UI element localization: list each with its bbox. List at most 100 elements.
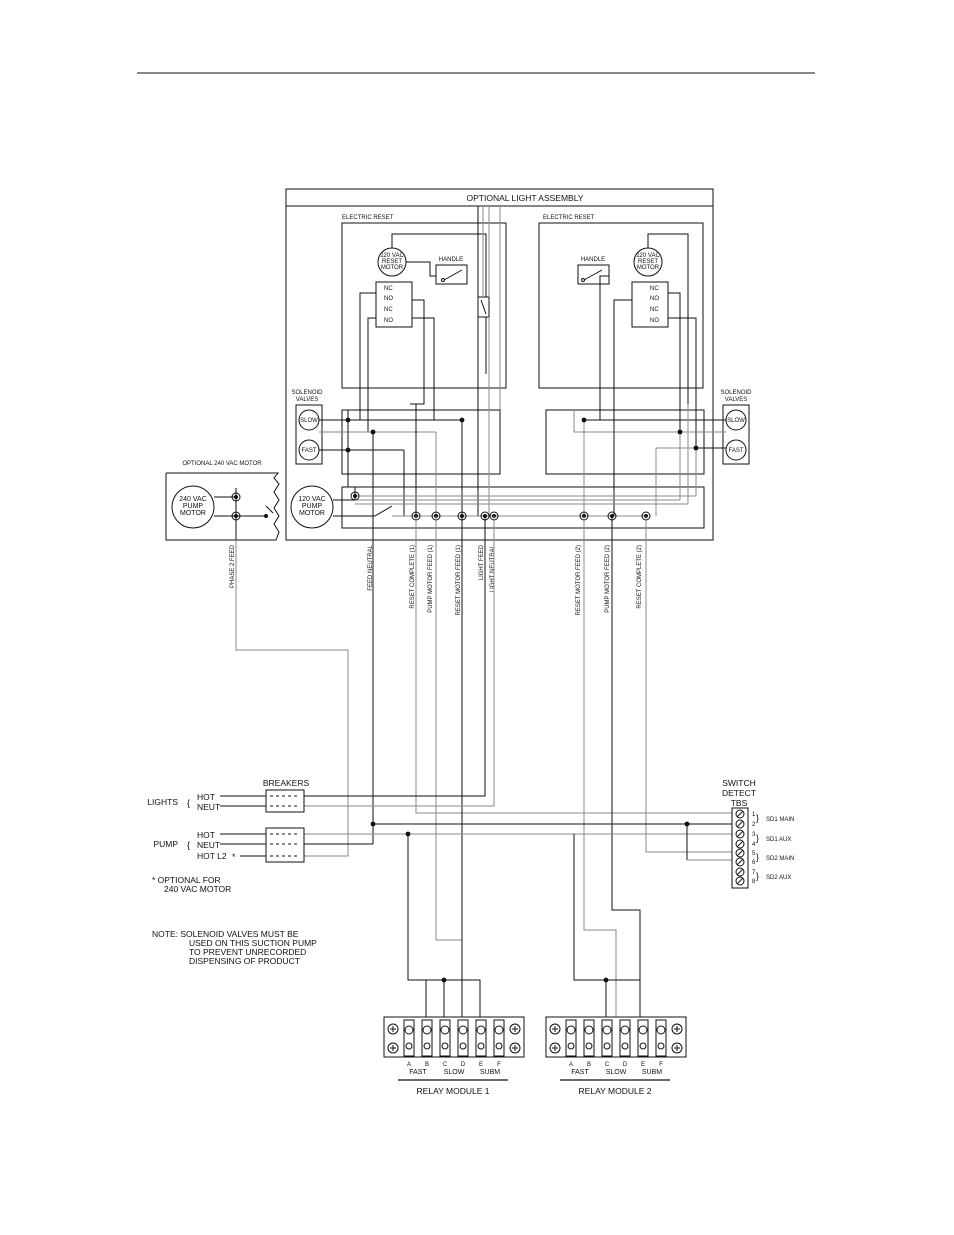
tbs-group-label: SD2 AUX	[766, 875, 791, 881]
svg-text:NC: NC	[650, 286, 659, 292]
svg-text:SUBM: SUBM	[642, 1069, 662, 1076]
svg-text:240 VAC MOTOR: 240 VAC MOTOR	[164, 884, 231, 894]
svg-text:FAST: FAST	[409, 1069, 427, 1076]
svg-text:NEUT: NEUT	[197, 802, 220, 812]
handle-label: HANDLE	[439, 257, 463, 263]
svg-text:240 VAC: 240 VAC	[179, 496, 207, 503]
wire-label: RESET MOTOR FEED (2)	[576, 545, 582, 615]
svg-text:E: E	[641, 1062, 645, 1068]
tbs-group-label: SD2 MAIN	[766, 856, 794, 862]
optional-240-label: OPTIONAL 240 VAC MOTOR	[182, 461, 262, 467]
solenoid-note: NOTE: SOLENOID VALVES MUST BE USED ON TH…	[152, 929, 317, 966]
svg-text:FAST: FAST	[728, 448, 743, 454]
svg-text:NO: NO	[384, 318, 393, 324]
svg-text:F: F	[497, 1062, 501, 1068]
relay-module-label: RELAY MODULE 1	[417, 1086, 490, 1096]
svg-text:SOLENOID: SOLENOID	[291, 390, 323, 396]
svg-text:D: D	[461, 1062, 466, 1068]
svg-text:HOT L2: HOT L2	[197, 851, 227, 861]
breakers-label: BREAKERS	[263, 778, 310, 788]
svg-text:RESET: RESET	[382, 259, 402, 265]
wire-label: PUMP MOTOR FEED (1)	[428, 545, 434, 613]
svg-text:DETECT: DETECT	[722, 788, 756, 798]
relay-terminals	[403, 1019, 505, 1057]
svg-text:}: }	[756, 813, 759, 823]
svg-text:SLOW: SLOW	[606, 1069, 627, 1076]
switch-detect-tbs: SWITCH DETECT TBS 1 2 3 4 5 6 7 8 } } } …	[722, 778, 794, 889]
svg-text:C: C	[605, 1062, 610, 1068]
optional-240-motor: OPTIONAL 240 VAC MOTOR 240 VAC PUMP MOTO…	[165, 461, 280, 541]
svg-text:}: }	[756, 871, 759, 881]
svg-text:USED ON THIS SUCTION PUMP: USED ON THIS SUCTION PUMP	[189, 938, 317, 948]
svg-text:120 VAC: 120 VAC	[298, 496, 326, 503]
wire-label: LIGHT FEED	[479, 544, 485, 580]
svg-text:F: F	[659, 1062, 663, 1068]
reset-contacts	[631, 281, 669, 328]
wire-label: PUMP MOTOR FEED (2)	[605, 545, 611, 613]
svg-text:1: 1	[752, 812, 756, 818]
svg-text:FAST: FAST	[301, 448, 316, 454]
tbs-group-label: SD1 AUX	[766, 837, 791, 843]
electric-reset-label: ELECTRIC RESET	[543, 215, 595, 221]
tbs-terminals	[735, 809, 745, 886]
wire-labels: PHASE 2 FEED FEED NEUTRAL RESET COMPLETE…	[230, 544, 643, 615]
svg-text:NO: NO	[384, 296, 393, 302]
svg-text:HOT: HOT	[197, 830, 215, 840]
lights-label: LIGHTS	[147, 797, 178, 807]
optional-note: * OPTIONAL FOR	[152, 875, 221, 885]
fast-valve-icon	[725, 439, 747, 461]
assembly-title: OPTIONAL LIGHT ASSEMBLY	[467, 193, 584, 203]
svg-text:{: {	[187, 840, 190, 850]
assembly-frame	[285, 188, 714, 541]
svg-text:*: *	[232, 852, 236, 862]
wire-label: RESET COMPLETE (2)	[637, 545, 643, 609]
svg-text:SUBM: SUBM	[480, 1069, 500, 1076]
pump-motor-120: 120 VAC PUMP MOTOR	[290, 485, 393, 529]
pump-motor-icon	[290, 485, 334, 529]
svg-text:SOLENOID: SOLENOID	[720, 390, 752, 396]
svg-text:}: }	[756, 833, 759, 843]
svg-text:8: 8	[752, 879, 756, 885]
svg-text:{: {	[187, 798, 190, 808]
handle-label: HANDLE	[581, 257, 605, 263]
wire-label: PHASE 2 FEED	[230, 544, 236, 588]
svg-text:7: 7	[752, 870, 756, 876]
svg-text:5: 5	[752, 851, 756, 857]
svg-text:TBS: TBS	[731, 798, 748, 808]
wire-label: FEED NEUTRAL	[368, 544, 374, 590]
pump-label: PUMP	[153, 839, 178, 849]
svg-text:4: 4	[752, 842, 756, 848]
terminal-strip	[341, 486, 705, 529]
breakers-panel: BREAKERS LIGHTS { HOT NEUT PUMP { HOT NE…	[147, 778, 309, 894]
svg-text:TO PREVENT UNRECORDED: TO PREVENT UNRECORDED	[189, 947, 306, 957]
svg-text:DISPENSING OF PRODUCT: DISPENSING OF PRODUCT	[189, 956, 300, 966]
svg-text:C: C	[443, 1062, 448, 1068]
svg-text:RESET: RESET	[638, 259, 658, 265]
svg-text:PUMP: PUMP	[302, 503, 323, 510]
svg-text:NC: NC	[650, 307, 659, 313]
svg-text:NC: NC	[384, 307, 393, 313]
junction-dots	[345, 417, 699, 501]
electric-reset-label: ELECTRIC RESET	[342, 215, 394, 221]
svg-text:FAST: FAST	[571, 1069, 589, 1076]
svg-text:A: A	[569, 1062, 573, 1068]
svg-text:SLOW: SLOW	[727, 418, 745, 424]
tbs-group-label: SD1 MAIN	[766, 817, 794, 823]
svg-text:HOT: HOT	[197, 792, 215, 802]
wire-runs	[235, 516, 740, 1020]
svg-text:NO: NO	[650, 296, 659, 302]
svg-text:120 VAC: 120 VAC	[636, 253, 660, 259]
svg-text:NEUT: NEUT	[197, 840, 220, 850]
svg-text:NC: NC	[384, 286, 393, 292]
svg-text:NOTE: SOLENOID VALVES MUST BE: NOTE: SOLENOID VALVES MUST BE	[152, 929, 299, 939]
relay-terminals	[565, 1019, 667, 1057]
svg-text:MOTOR: MOTOR	[180, 510, 206, 517]
svg-text:NO: NO	[650, 318, 659, 324]
junction-box-right	[545, 409, 705, 475]
wire-label: RESET COMPLETE (1)	[410, 545, 416, 609]
wire-label: LIGHT NEUTRAL	[490, 544, 496, 592]
relay-module-2: A B C D E F FAST SLOW SUBM RELAY MODULE …	[545, 1016, 687, 1096]
svg-text:SLOW: SLOW	[300, 418, 318, 424]
junction-box-left	[341, 409, 501, 475]
